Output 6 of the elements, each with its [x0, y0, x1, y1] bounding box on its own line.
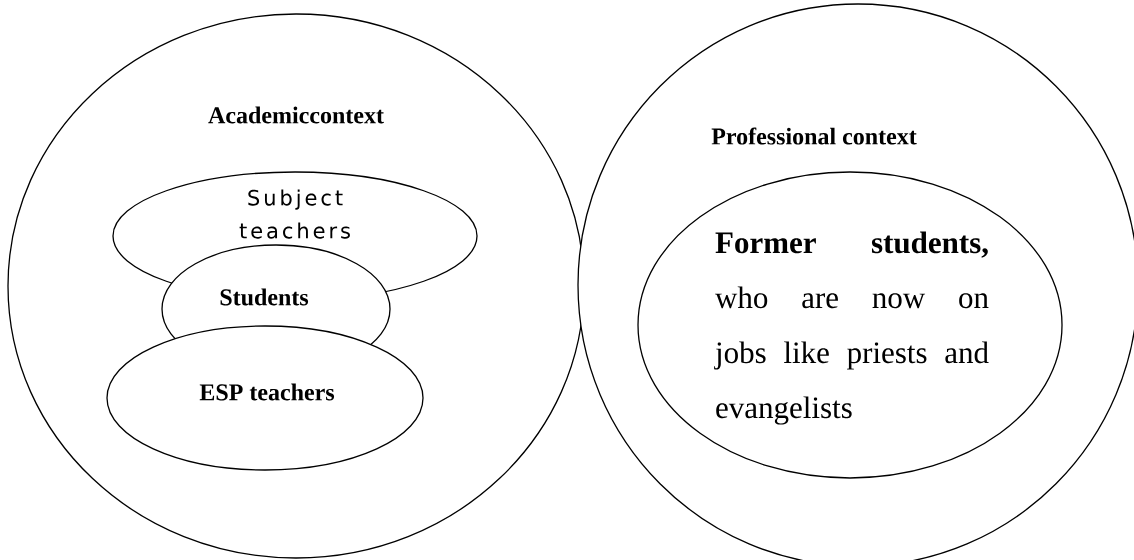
- heading: Professional context: [711, 127, 917, 145]
- ellipse-text: Former students, who are now on jobs like priests and evangelists: [714, 231, 989, 425]
- ellipse-label: Subject teachers: [239, 189, 350, 239]
- heading: Students: [220, 288, 309, 306]
- heading: ESP teachers: [199, 383, 335, 401]
- heading: Academiccontext: [208, 106, 384, 124]
